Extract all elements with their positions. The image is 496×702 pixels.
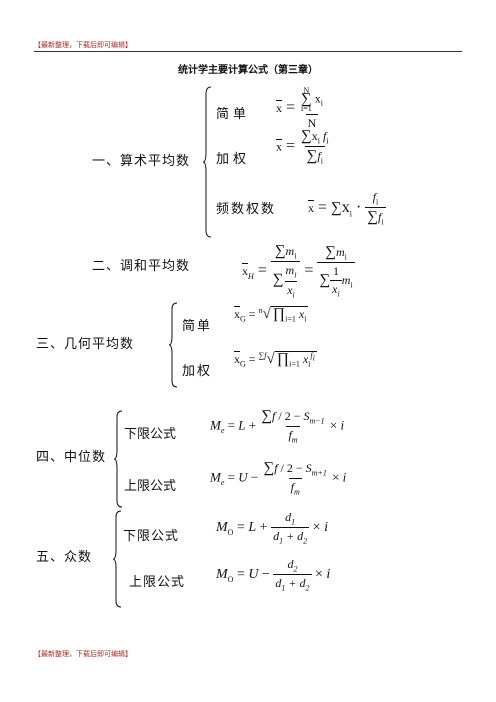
- mode-upper-label: 上限公式: [129, 575, 186, 590]
- mode-lower-label: 下限公式: [123, 529, 180, 544]
- geometric-simple-label: 简单: [182, 319, 213, 334]
- arith-simple-label: 简单: [216, 107, 251, 122]
- header-rule: [34, 51, 462, 52]
- arith-label: 一、算术平均数: [92, 154, 191, 169]
- geometric-label: 三、几何平均数: [36, 337, 135, 352]
- geometric-weighted-formula: xG = ∑f√∏i=1 xifi: [234, 351, 317, 369]
- arith-weighted-label: 加权: [216, 152, 251, 167]
- page-title: 统计学主要计算公式（第三章）: [178, 65, 318, 76]
- median-upper-label: 上限公式: [124, 479, 177, 494]
- footer-note: 【最新整理，下载后即可编辑】: [34, 650, 132, 658]
- arith-freq-formula: x = ∑xi · fi∑fi: [308, 190, 386, 227]
- geometric-weighted-label: 加权: [182, 364, 213, 379]
- harmonic-label: 二、调和平均数: [92, 259, 191, 274]
- arith-brace: [203, 86, 212, 238]
- median-brace: [114, 410, 123, 508]
- arith-freq-label: 频数权数: [216, 202, 277, 217]
- median-lower-label: 下限公式: [124, 427, 177, 442]
- mode-label: 五、众数: [36, 550, 93, 565]
- arith-weighted-formula: x = ∑xi fi∑fi: [276, 128, 329, 166]
- mode-brace: [113, 510, 122, 608]
- median-label: 四、中位数: [36, 450, 107, 465]
- header-note-top: 【最新整理，下载后即可编辑】: [34, 41, 132, 49]
- geometric-brace: [169, 302, 178, 388]
- geometric-simple-formula: xG = n√∏i=1 xi: [234, 306, 309, 324]
